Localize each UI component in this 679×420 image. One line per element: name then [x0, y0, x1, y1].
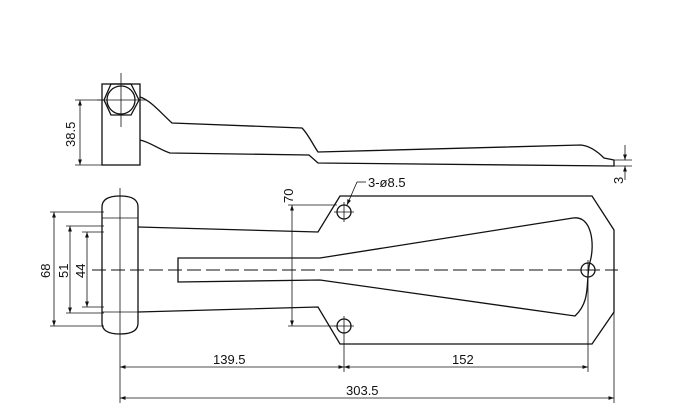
dim-to-holes: 139.5 — [213, 352, 246, 367]
dim-hole-spec: 3-ø8.5 — [368, 175, 406, 190]
hole-end — [578, 260, 598, 280]
side-view: 38.5 3 — [63, 73, 632, 184]
plan-recess — [177, 217, 593, 317]
hole-top — [334, 202, 354, 222]
plan-view: 3-ø8.5 70 68 51 44 139.5 152 303.5 — [38, 175, 618, 403]
plan-barrel — [101, 195, 139, 335]
dim-overall-length: 303.5 — [346, 383, 379, 398]
dim-height-mid: 51 — [56, 264, 71, 278]
dim-height-overall: 68 — [38, 264, 53, 278]
dim-hole-spacing: 70 — [281, 189, 296, 203]
side-arm — [139, 96, 615, 161]
dim-height-inner: 44 — [73, 264, 88, 278]
plan-leaf-plate — [137, 195, 615, 345]
dim-hole-to-end: 152 — [452, 352, 474, 367]
dim-side-height: 38.5 — [63, 122, 78, 147]
dim-plate-thickness: 3 — [611, 177, 626, 184]
hex-nut — [103, 83, 140, 116]
